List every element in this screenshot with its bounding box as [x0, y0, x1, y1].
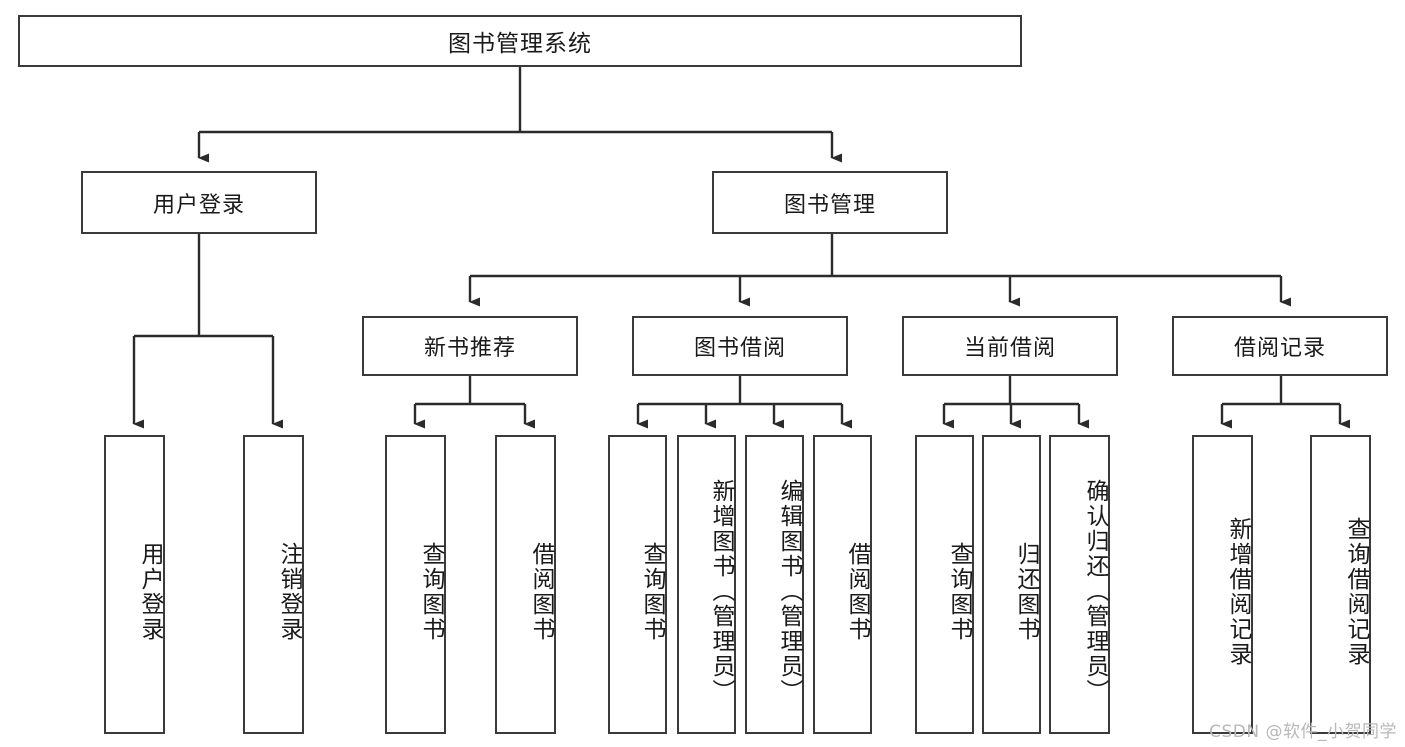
- leaf-book-borrow-query-book[interactable]: 查询图书: [608, 435, 667, 734]
- node-label: 借阅记录: [1233, 336, 1326, 361]
- leaf-current-borrow-return-book[interactable]: 归还图书: [982, 435, 1041, 734]
- leaf-current-borrow-confirm-return-admin[interactable]: 确认归还（管理员）: [1049, 435, 1110, 734]
- node-book-management[interactable]: 图书管理: [712, 171, 948, 234]
- node-user-login[interactable]: 用户登录: [81, 171, 317, 234]
- node-label: 确认归还（管理员）: [1082, 479, 1108, 704]
- node-label: 用户登录: [137, 541, 163, 642]
- node-root-book-management-system[interactable]: 图书管理系统: [18, 15, 1022, 67]
- node-label: 查询图书: [418, 541, 444, 642]
- node-label: 新增图书（管理员）: [708, 479, 734, 704]
- node-book-borrow[interactable]: 图书借阅: [632, 316, 848, 376]
- node-label: 查询图书: [639, 541, 665, 642]
- leaf-borrow-record-add-record[interactable]: 新增借阅记录: [1192, 435, 1253, 734]
- node-label: 借阅图书: [844, 541, 870, 642]
- leaf-borrow-record-query-record[interactable]: 查询借阅记录: [1310, 435, 1371, 734]
- node-label: 新书推荐: [423, 336, 516, 361]
- node-label: 图书管理: [783, 192, 876, 218]
- leaf-new-book-query-book[interactable]: 查询图书: [385, 435, 446, 734]
- leaf-book-borrow-add-book-admin[interactable]: 新增图书（管理员）: [677, 435, 736, 734]
- leaf-book-borrow-borrow-book[interactable]: 借阅图书: [813, 435, 872, 734]
- node-label: 新增借阅记录: [1225, 516, 1251, 667]
- node-label: 归还图书: [1013, 541, 1039, 642]
- node-label: 用户登录: [152, 192, 245, 218]
- node-label: 图书借阅: [693, 336, 786, 361]
- node-label: 查询图书: [946, 541, 972, 642]
- leaf-current-borrow-query-book[interactable]: 查询图书: [915, 435, 974, 734]
- node-label: 编辑图书（管理员）: [776, 479, 802, 704]
- node-current-borrow[interactable]: 当前借阅: [902, 316, 1118, 376]
- node-new-book-recommend[interactable]: 新书推荐: [362, 316, 578, 376]
- watermark: CSDN @软件_小贺同学: [1209, 722, 1397, 742]
- leaf-book-borrow-edit-book-admin[interactable]: 编辑图书（管理员）: [745, 435, 804, 734]
- leaf-new-book-borrow-book[interactable]: 借阅图书: [495, 435, 556, 734]
- node-borrow-record[interactable]: 借阅记录: [1172, 316, 1388, 376]
- node-label: 查询借阅记录: [1343, 516, 1369, 667]
- leaf-user-login-logout[interactable]: 注销登录: [243, 435, 304, 734]
- node-label: 注销登录: [276, 541, 302, 642]
- node-label: 当前借阅: [963, 336, 1056, 361]
- node-label: 借阅图书: [528, 541, 554, 642]
- leaf-user-login-login[interactable]: 用户登录: [104, 435, 165, 734]
- node-label: 图书管理系统: [448, 31, 592, 57]
